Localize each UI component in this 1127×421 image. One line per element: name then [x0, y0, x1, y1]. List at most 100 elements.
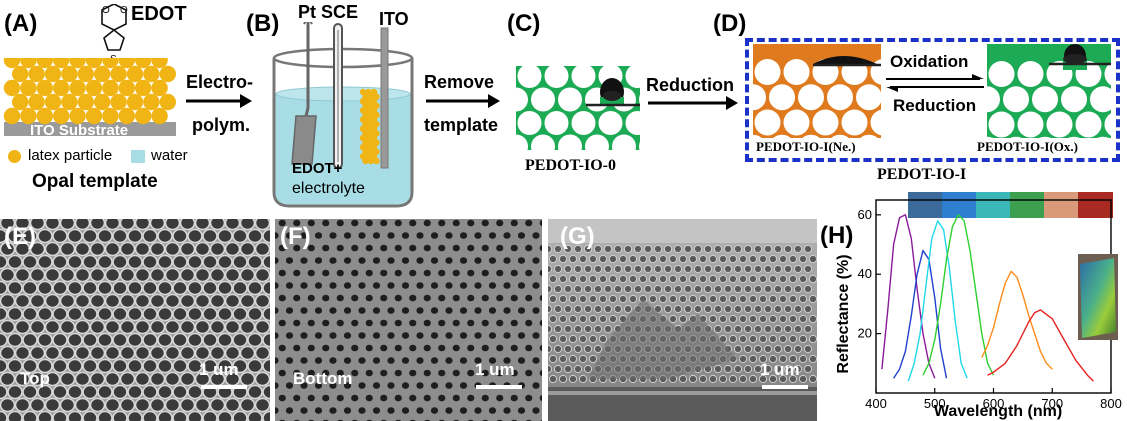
sem-pore: [688, 254, 698, 264]
sem-pore: [158, 412, 172, 421]
sem-pore: [91, 219, 104, 229]
sem-pore: [343, 257, 352, 264]
latex-sphere: [135, 79, 152, 97]
sem-pore: [343, 307, 352, 314]
sem-pore: [53, 256, 67, 268]
sem-pore: [121, 347, 134, 359]
latex-sphere: [36, 107, 53, 125]
sem-pore: [488, 307, 497, 314]
sem-pore: [91, 347, 104, 359]
sem-pore: [753, 324, 763, 334]
sem-pore: [241, 243, 254, 255]
sem-pore: [196, 219, 209, 229]
sem-pore: [248, 308, 262, 320]
sem-pore: [553, 324, 563, 334]
sem-pore: [188, 308, 202, 320]
sem-pore: [314, 382, 323, 389]
sem-pore: [211, 295, 224, 307]
sem-pore: [285, 332, 294, 339]
sem-pore: [788, 334, 798, 344]
sem-pore: [728, 254, 738, 264]
sem-cross-section-pattern: [548, 219, 817, 421]
sem-pore: [38, 230, 52, 242]
sem-pore: [31, 373, 44, 385]
panel-label-h: (H): [820, 222, 854, 249]
sem-pore: [753, 364, 763, 374]
sem-pore: [708, 274, 718, 284]
pore: [783, 59, 810, 85]
sem-pore: [563, 324, 573, 334]
sem-pore: [548, 294, 558, 304]
sem-pore: [452, 394, 460, 402]
sem-pore: [68, 334, 82, 346]
sem-pore: [409, 269, 417, 277]
pore: [625, 66, 640, 88]
pore: [544, 110, 569, 135]
sem-pore: [481, 294, 489, 302]
sem-pore: [61, 295, 74, 307]
sem-pore: [467, 269, 475, 277]
sem-pore: [83, 282, 97, 294]
sem-pore: [708, 314, 718, 324]
sem-pore: [8, 230, 22, 242]
sem-pore: [188, 256, 202, 268]
sem-pore: [723, 284, 733, 294]
sem-pore: [233, 282, 247, 294]
sem-pore: [91, 243, 104, 255]
sem-pore: [322, 294, 330, 302]
latex-sphere: [94, 65, 111, 83]
y-axis-label: Reflectance (%): [835, 254, 852, 373]
sem-pore: [343, 357, 352, 364]
sem-pore: [300, 232, 308, 239]
sem-pore: [1, 219, 14, 229]
sem-pore: [539, 319, 542, 327]
sem-pore: [307, 269, 315, 277]
sem-pore: [76, 321, 89, 333]
sem-pore: [445, 257, 453, 264]
sem-pore: [394, 219, 402, 227]
pore: [812, 109, 839, 136]
pore: [1010, 136, 1022, 138]
sem-pore: [275, 357, 279, 364]
sem-pore: [188, 386, 202, 398]
sem-pore: [151, 321, 164, 333]
sem-pore: [83, 334, 97, 346]
sem-pore: [181, 347, 194, 359]
sem-pore: [151, 219, 164, 229]
x-tick-label: 600: [983, 396, 1005, 411]
sem-pore: [128, 256, 142, 268]
sem-pore: [83, 412, 97, 421]
sem-pore: [275, 257, 279, 264]
sem-pore: [438, 344, 446, 352]
sem-pore: [603, 264, 613, 274]
sem-pore: [623, 304, 633, 314]
sem-pore: [793, 324, 803, 334]
sem-pore: [693, 284, 703, 294]
sem-pore: [409, 394, 417, 402]
sem-pore: [778, 374, 788, 384]
sem-pore: [633, 284, 643, 294]
sem-pore: [768, 314, 778, 324]
sem-pore: [76, 219, 89, 229]
sem-pore: [300, 307, 308, 314]
sem-pore: [474, 282, 482, 289]
sem-pore: [278, 219, 286, 227]
sem-pore: [38, 308, 52, 320]
sem-pore: [608, 294, 618, 304]
sem-pore: [633, 264, 643, 274]
sem-pore: [673, 304, 683, 314]
sem-pore: [203, 308, 217, 320]
sem-pore: [76, 269, 89, 281]
sem-pore: [608, 314, 618, 324]
sem-pore: [248, 230, 262, 242]
sem-pore: [233, 256, 247, 268]
sem-pore: [143, 360, 157, 372]
pore: [831, 134, 849, 138]
latex-sphere: [28, 93, 45, 111]
pore: [1032, 86, 1058, 113]
sem-pore: [31, 219, 44, 229]
sem-pore: [196, 243, 209, 255]
sem-pore: [618, 294, 628, 304]
sem-pore: [372, 282, 381, 289]
sem-pore: [196, 399, 209, 411]
